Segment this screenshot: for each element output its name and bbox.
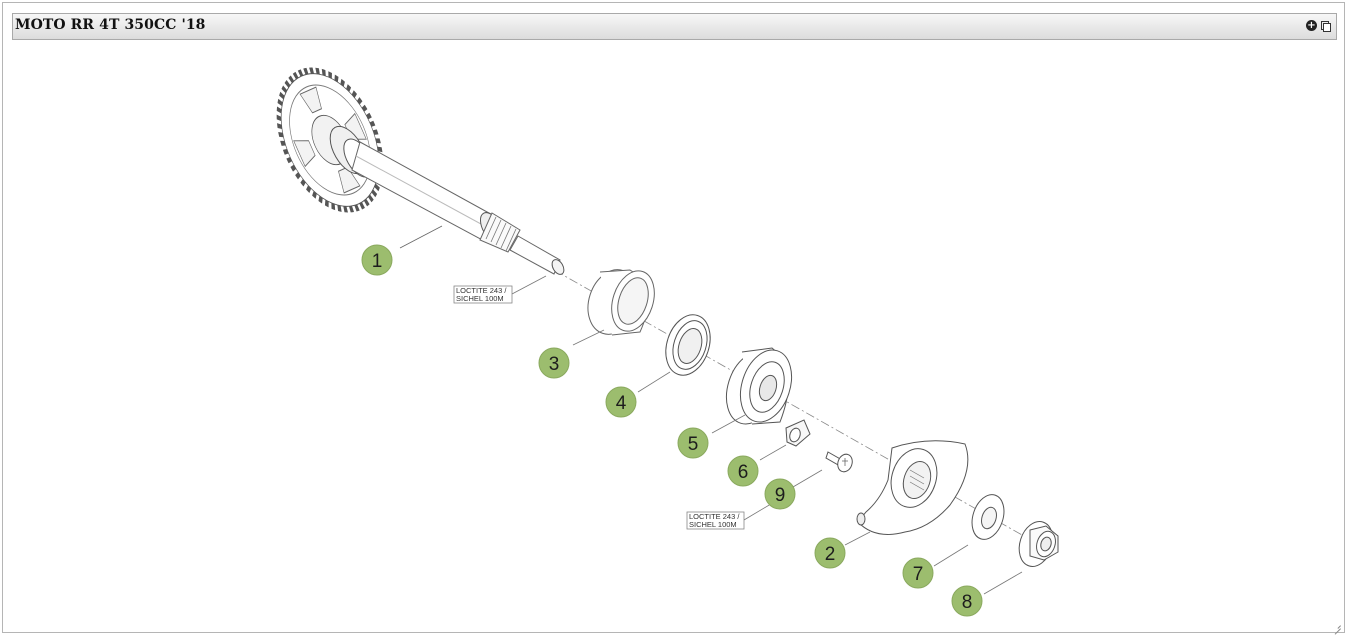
callout-2-label: 2 <box>825 544 836 565</box>
resize-handle[interactable] <box>1333 621 1341 629</box>
callout-8[interactable]: 8 <box>951 585 983 617</box>
part-5-bearing <box>711 347 793 434</box>
callout-2[interactable]: 2 <box>814 537 846 569</box>
callout-7[interactable]: 7 <box>902 557 934 589</box>
callout-9[interactable]: 9 <box>764 478 796 510</box>
part-7-washer <box>933 494 1005 567</box>
panel-title: MOTO RR 4T 350CC '18 <box>15 17 206 33</box>
callout-4[interactable]: 4 <box>605 386 637 418</box>
header-icons: + <box>1306 20 1331 32</box>
callout-5-label: 5 <box>688 434 699 455</box>
callout-1-label: 1 <box>372 251 383 272</box>
callout-6[interactable]: 6 <box>727 455 759 487</box>
callout-6-label: 6 <box>738 462 749 483</box>
note-loctite-2: LOCTITE 243 / SICHEL 100M <box>686 497 782 530</box>
callout-4-label: 4 <box>616 393 627 414</box>
note-2-line1: LOCTITE 243 / <box>689 512 740 521</box>
note-loctite-1: LOCTITE 243 / SICHEL 100M <box>453 275 547 304</box>
callout-5[interactable]: 5 <box>677 427 709 459</box>
note-1-line2: SICHEL 100M <box>456 294 504 303</box>
panel-header: MOTO RR 4T 350CC '18 + <box>12 13 1337 40</box>
note-2-line2: SICHEL 100M <box>689 520 737 529</box>
callout-8-label: 8 <box>962 592 973 613</box>
note-1-line1: LOCTITE 243 / <box>456 286 507 295</box>
callout-9-label: 9 <box>775 485 786 506</box>
callout-1[interactable]: 1 <box>361 244 393 276</box>
part-4-seal <box>637 314 711 393</box>
part-2-lever <box>844 440 969 546</box>
callout-7-label: 7 <box>913 564 924 585</box>
part-3-bush <box>572 269 655 346</box>
callout-3[interactable]: 3 <box>538 347 570 379</box>
copy-icon[interactable] <box>1321 20 1331 32</box>
part-1-shaft-gear <box>276 67 565 275</box>
part-8-nut <box>983 521 1059 595</box>
part-9-screw <box>792 451 853 488</box>
axis-line <box>539 261 1046 549</box>
zoom-plus-icon[interactable]: + <box>1306 20 1317 31</box>
callout-3-label: 3 <box>549 354 560 375</box>
part-6-lock-plate <box>759 419 811 461</box>
